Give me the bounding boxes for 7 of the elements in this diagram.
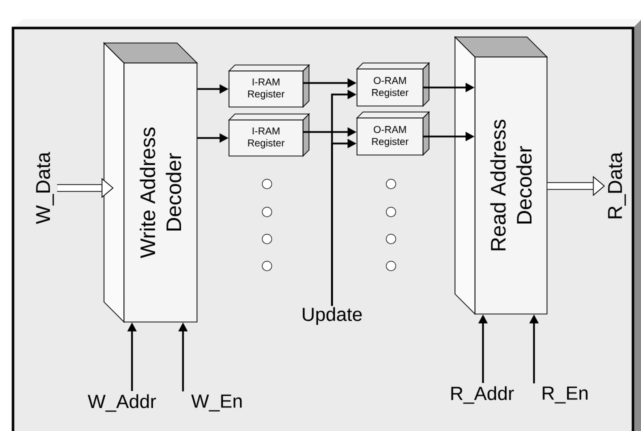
signal-label: W_Data (36, 152, 54, 224)
signal-label: W_En (191, 394, 242, 412)
signal-label: Update (302, 307, 362, 325)
signal-label: R_Addr (451, 386, 514, 404)
signal-label: R_Data (608, 152, 626, 218)
signal-label: W_Addr (88, 394, 156, 412)
signal-label: R_En (542, 386, 588, 404)
